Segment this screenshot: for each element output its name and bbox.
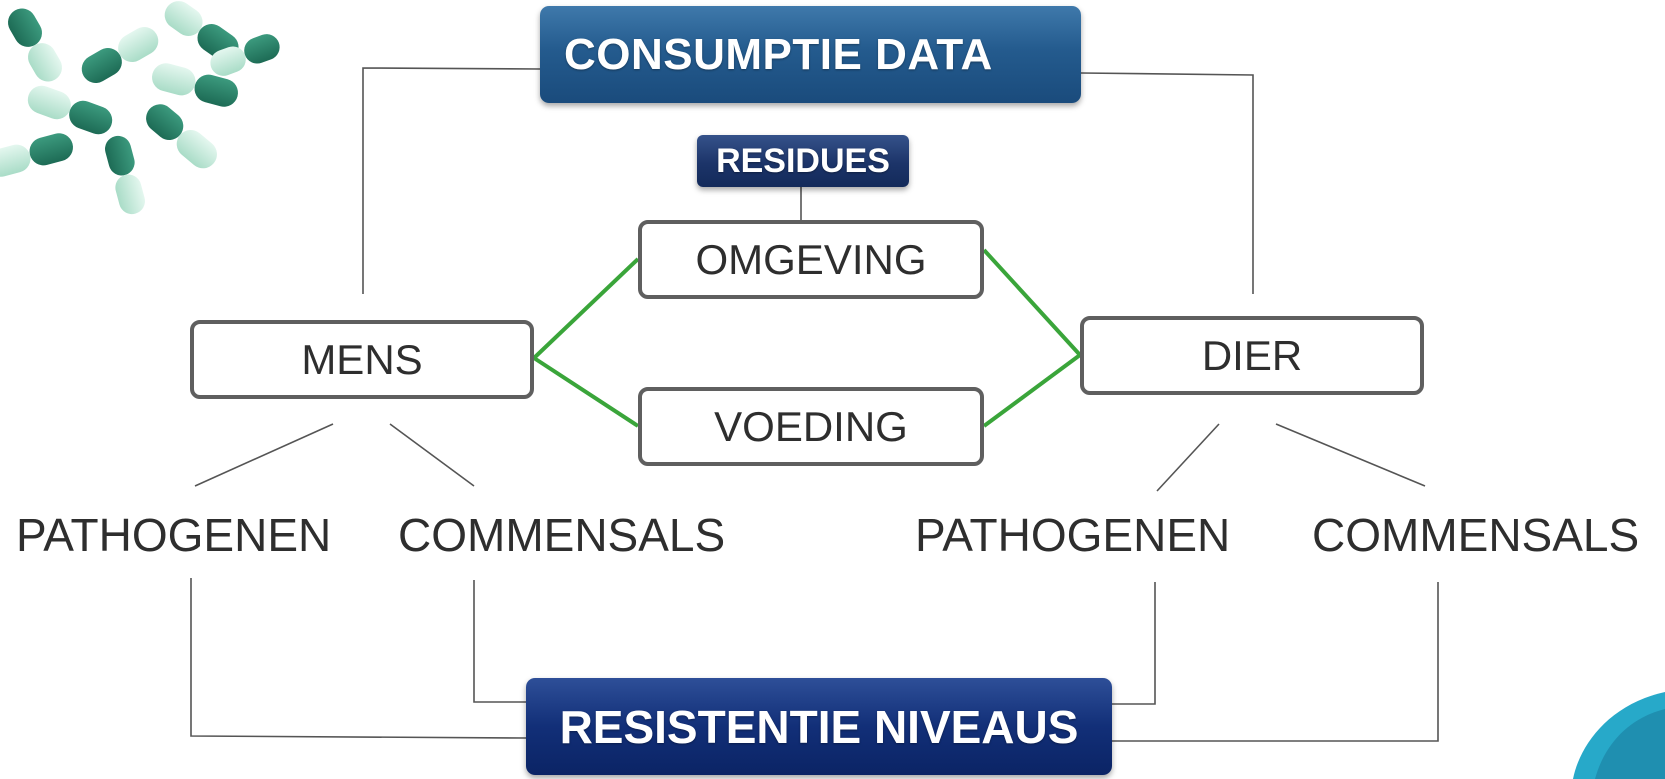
capsule-pill-icon (210, 34, 280, 76)
capsule-pill-icon (105, 135, 145, 215)
dier-label: DIER (1201, 331, 1303, 379)
residues-label: RESIDUES (716, 141, 890, 180)
mens-label: MENS (301, 335, 423, 383)
resistentie-niveaus-box: RESISTENTIE NIVEAUS (526, 678, 1112, 775)
capsule-pill-icon (27, 85, 113, 135)
connector-commensals-l-resistentie (473, 580, 526, 703)
connector-dier-commensals (1275, 423, 1426, 487)
green-link-dier-omgeving (982, 248, 1082, 357)
omgeving-label: OMGEVING (695, 235, 927, 283)
connector-dier-pathogenen (1156, 423, 1220, 492)
dier-box: DIER (1080, 316, 1424, 395)
capsule-pill-icon (152, 63, 238, 107)
connector-commensals-r-resistentie (1112, 582, 1439, 742)
connector-consumptie-mens (362, 67, 541, 294)
dier-pathogenen-label: PATHOGENEN (915, 509, 1231, 561)
connector-pathogenen-r-resistentie (1112, 582, 1156, 705)
dier-commensals-label: COMMENSALS (1312, 509, 1640, 561)
voeding-box: VOEDING (638, 387, 984, 466)
consumptie-data-label: CONSUMPTIE DATA (564, 29, 993, 79)
green-link-mens-voeding (532, 356, 640, 428)
connector-mens-pathogenen (194, 423, 334, 487)
lab-glove-image (1573, 692, 1665, 779)
mens-pathogenen-label: PATHOGENEN (16, 509, 332, 561)
mens-box: MENS (190, 320, 534, 399)
connector-consumptie-dier (1080, 72, 1254, 294)
green-link-mens-omgeving (532, 257, 640, 360)
capsule-pills-image (0, 1, 280, 215)
omgeving-box: OMGEVING (638, 220, 984, 299)
connector-pathogenen-l-resistentie (190, 578, 527, 739)
residues-box: RESIDUES (697, 135, 909, 187)
voeding-label: VOEDING (714, 402, 908, 450)
resistentie-niveaus-label: RESISTENTIE NIVEAUS (559, 700, 1079, 753)
connector-mens-commensals (389, 423, 475, 487)
capsule-pill-icon (0, 133, 73, 177)
capsule-pill-icon (8, 8, 62, 82)
consumptie-data-box: CONSUMPTIE DATA (540, 6, 1081, 103)
green-link-dier-voeding (982, 353, 1082, 428)
mens-commensals-label: COMMENSALS (398, 509, 726, 561)
capsule-pill-icon (81, 27, 159, 83)
capsule-pill-icon (146, 104, 217, 169)
